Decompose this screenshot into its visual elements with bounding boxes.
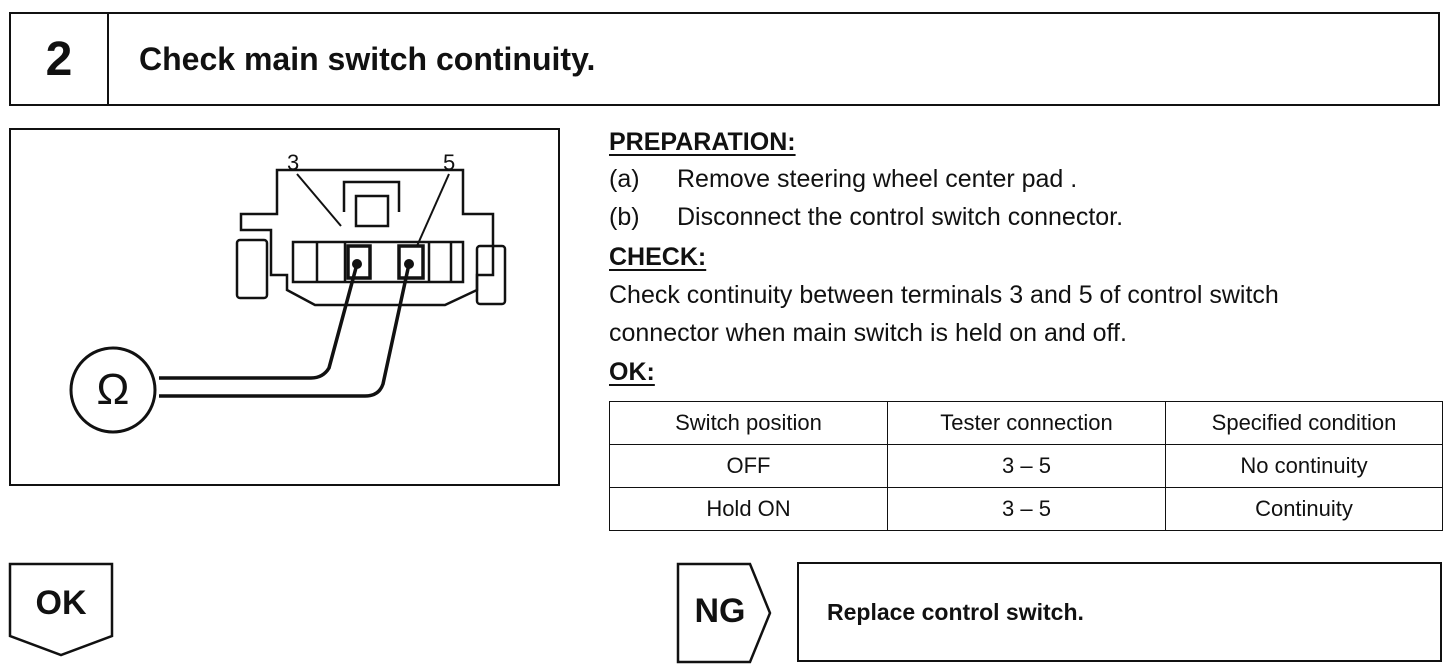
ohm-symbol: Ω <box>96 365 130 414</box>
step-title: Check main switch continuity. <box>139 40 596 77</box>
step-text: Disconnect the control switch connector. <box>677 203 1124 231</box>
table-row: Hold ON 3 – 5 Continuity <box>609 487 1443 531</box>
left-clip <box>235 238 269 300</box>
table-cell: 3 – 5 <box>887 487 1166 531</box>
table-cell: No continuity <box>1165 444 1443 488</box>
terminal-5 <box>397 244 425 280</box>
table-cell: OFF <box>609 444 888 488</box>
terminal-cavity-row <box>291 240 465 284</box>
check-line-1: Check continuity between terminals 3 and… <box>609 281 1279 309</box>
step-mark: (b) <box>609 203 640 231</box>
check-heading: CHECK: <box>609 243 707 271</box>
leader-3 <box>296 173 342 227</box>
ok-result-label: OK <box>35 584 87 622</box>
preparation-heading: PREPARATION: <box>609 128 796 156</box>
step-mark: (a) <box>609 165 640 193</box>
ok-heading: OK: <box>609 358 655 386</box>
ng-result-label: NG <box>694 592 746 630</box>
leader-5 <box>416 173 450 247</box>
right-clip <box>475 244 507 306</box>
connector-body <box>239 168 495 307</box>
tester-lead-5 <box>159 263 411 398</box>
table-row: OFF 3 – 5 No continuity <box>609 444 1443 488</box>
tester-lead-3 <box>159 263 359 380</box>
table-header-row: Switch position Tester connection Specif… <box>609 401 1443 445</box>
ng-action-box: Replace control switch. <box>797 562 1442 662</box>
terminal-label-5: 5 <box>443 150 456 175</box>
terminal-5-probe <box>404 259 414 269</box>
ng-action-text: Replace control switch. <box>827 598 1084 625</box>
header-switch-position: Switch position <box>609 401 888 445</box>
step-number: 2 <box>11 14 109 104</box>
ohmmeter-circle <box>69 346 157 434</box>
preparation-step-b: (b) Disconnect the control switch connect… <box>609 198 1123 236</box>
connector-illustration <box>69 168 507 434</box>
connector-latch-tab <box>354 194 390 228</box>
ok-result-shape <box>8 562 114 657</box>
table-cell: Continuity <box>1165 487 1443 531</box>
table-cell: Hold ON <box>609 487 888 531</box>
terminal-3-probe <box>352 259 362 269</box>
step-text: Remove steering wheel center pad . <box>677 165 1078 193</box>
header-tester-connection: Tester connection <box>887 401 1166 445</box>
terminal-3 <box>346 244 372 280</box>
check-line-2: connector when main switch is held on an… <box>609 319 1127 347</box>
step-header: 2 Check main switch continuity. <box>9 12 1440 106</box>
terminal-label-3: 3 <box>287 150 300 175</box>
ng-result-shape <box>676 562 772 664</box>
header-specified-condition: Specified condition <box>1165 401 1443 445</box>
connector-diagram: 3 5 Ω <box>9 128 560 486</box>
preparation-step-a: (a) Remove steering wheel center pad . <box>609 160 1077 198</box>
connector-latch <box>342 180 401 212</box>
table-cell: 3 – 5 <box>887 444 1166 488</box>
spec-table: Switch position Tester connection Specif… <box>609 401 1443 531</box>
